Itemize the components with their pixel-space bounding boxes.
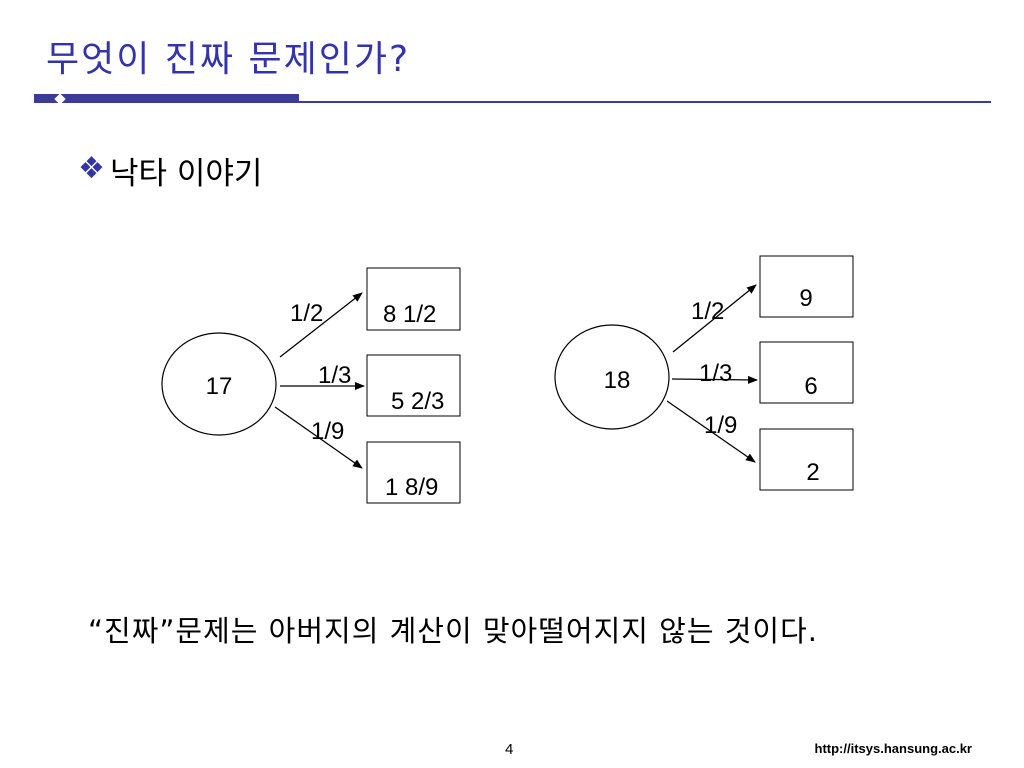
result-value: 9: [799, 285, 812, 312]
result-box: [366, 441, 461, 504]
start-node: [161, 332, 277, 436]
fraction-label: 1/9: [311, 418, 344, 445]
fraction-label: 1/2: [691, 298, 724, 325]
arrow-third: [671, 375, 758, 384]
footer-url: http://itsys.hansung.ac.kr: [814, 741, 972, 756]
result-value: 5 2/3: [391, 388, 444, 415]
fraction-label: 1/9: [704, 412, 737, 439]
start-value: 18: [604, 367, 631, 394]
fraction-label: 1/3: [318, 362, 351, 389]
result-value: 1 8/9: [385, 474, 438, 501]
start-node: [554, 324, 670, 430]
result-value: 8 1/2: [383, 301, 436, 328]
diagram-17: 17 1/2 1/3 1/9 8 1/2 5 2/3 1 8/9: [161, 267, 461, 504]
page-number: 4: [505, 741, 514, 758]
conclusion-caption: “진짜”문제는 아버지의 계산이 맞아떨어지지 않는 것이다.: [88, 614, 818, 648]
arrow-half: [279, 292, 363, 358]
result-box: [366, 354, 461, 417]
title-rule-thick: [34, 94, 299, 103]
slide-title: 무엇이 진짜 문제인가?: [46, 39, 411, 80]
result-box: [759, 341, 854, 404]
arrow-ninth: [666, 400, 756, 463]
result-box: [759, 428, 854, 491]
diamond-cluster-icon: ❖: [78, 151, 105, 186]
fraction-label: 1/3: [699, 360, 732, 387]
result-box: [759, 255, 854, 318]
arrow-half: [672, 284, 757, 353]
title-rule-thin: [299, 101, 991, 103]
arrow-ninth: [274, 406, 363, 469]
result-value: 2: [806, 459, 819, 486]
diagram-18: 18 1/2 1/3 1/9 9 6 2: [554, 255, 854, 491]
start-value: 17: [206, 373, 233, 400]
result-value: 6: [804, 373, 817, 400]
subtitle: 낙타 이야기: [110, 156, 263, 192]
fraction-label: 1/2: [290, 300, 323, 327]
result-box: [366, 267, 461, 331]
